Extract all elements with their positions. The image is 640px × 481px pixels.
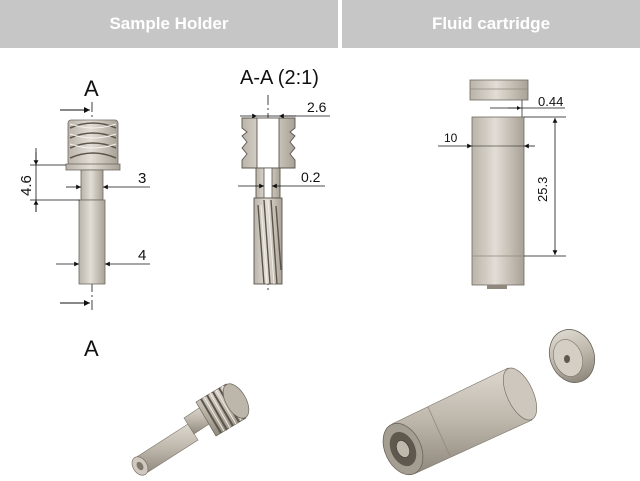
header-sample-holder-label: Sample Holder (109, 14, 229, 33)
header-sample-holder: Sample Holder (0, 0, 338, 48)
sample-holder-render (131, 383, 250, 476)
neck (80, 169, 104, 201)
section-marker-bottom: A (84, 336, 99, 361)
cartridge-cap (469, 79, 529, 101)
dim-length: 25.3 (535, 177, 550, 202)
dim-gap: 0.44 (538, 94, 563, 109)
dim-height: 4.6 (18, 175, 35, 196)
flange (65, 163, 121, 171)
fluid-cartridge-render (382, 329, 596, 476)
header-fluid-cartridge-label: Fluid cartridge (431, 14, 551, 33)
fluid-cartridge-front-view: 0.44 10 25.3 (438, 79, 566, 289)
section-view-a-a: A-A (2:1) 2.6 0.2 (238, 67, 330, 290)
dim-neck-diameter: 3 (138, 170, 146, 187)
cartridge-body (471, 116, 525, 286)
rod (78, 199, 106, 285)
dim-rod-diameter: 4 (138, 247, 146, 264)
dim-diameter: 10 (444, 131, 458, 145)
dim-wall: 0.2 (301, 169, 321, 185)
section-marker-top: A (84, 76, 99, 101)
header-fluid-cartridge: Fluid cartridge (342, 0, 640, 48)
dim-thread-width: 2.6 (307, 99, 327, 115)
section-title: A-A (2:1) (240, 67, 319, 89)
sample-holder-front-view: A 4.6 3 4 A (18, 76, 150, 361)
